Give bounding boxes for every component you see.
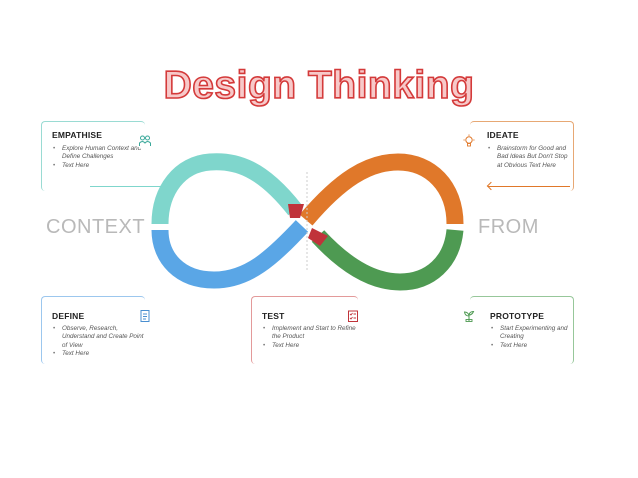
card-test: TEST Implement and Start to Refine the P… xyxy=(251,296,362,364)
arrow-right-icon xyxy=(90,186,168,187)
loop-segment-green xyxy=(311,228,464,291)
card-title: TEST xyxy=(262,311,285,321)
card-item: Text Here xyxy=(263,342,358,351)
loop-segment-teal xyxy=(151,153,302,225)
card-item: Implement and Start to Refine the Produc… xyxy=(263,325,358,342)
card-item: Start Experimenting and Creating xyxy=(491,325,573,342)
arrow-left-icon xyxy=(488,186,570,187)
card-item: Text Here xyxy=(53,350,145,359)
diagram-title: Design Thinking xyxy=(163,63,475,108)
card-item: Explore Human Context and Define Challen… xyxy=(53,145,145,162)
card-item: Observe, Research, Understand and Create… xyxy=(53,325,145,350)
card-title: PROTOTYPE xyxy=(490,311,545,321)
loop-segment-blue xyxy=(151,220,309,289)
center-arrow-upper xyxy=(288,204,304,218)
card-define: DEFINE Observe, Research, Understand and… xyxy=(41,296,154,364)
from-label: FROM xyxy=(478,216,539,238)
center-arrow-lower xyxy=(308,228,328,246)
card-item: Text Here xyxy=(491,342,573,351)
card-title: IDEATE xyxy=(487,130,519,140)
card-item: Brainstorm for Good and Bad Ideas But Do… xyxy=(488,145,573,170)
card-title: EMPATHISE xyxy=(52,130,103,140)
plant-icon xyxy=(460,307,478,325)
card-item: Text Here xyxy=(53,162,145,171)
checklist-icon xyxy=(344,307,362,325)
card-ideate: IDEATE Brainstorm for Good and Bad Ideas… xyxy=(460,121,574,191)
loop-segment-orange xyxy=(299,153,464,226)
people-icon xyxy=(136,132,154,150)
lightbulb-icon xyxy=(460,132,478,150)
document-icon xyxy=(136,307,154,325)
card-empathise: EMPATHISE Explore Human Context and Defi… xyxy=(41,121,168,191)
card-prototype: PROTOTYPE Start Experimenting and Creati… xyxy=(460,296,574,364)
context-label: CONTEXT xyxy=(46,216,146,238)
card-title: DEFINE xyxy=(52,311,85,321)
